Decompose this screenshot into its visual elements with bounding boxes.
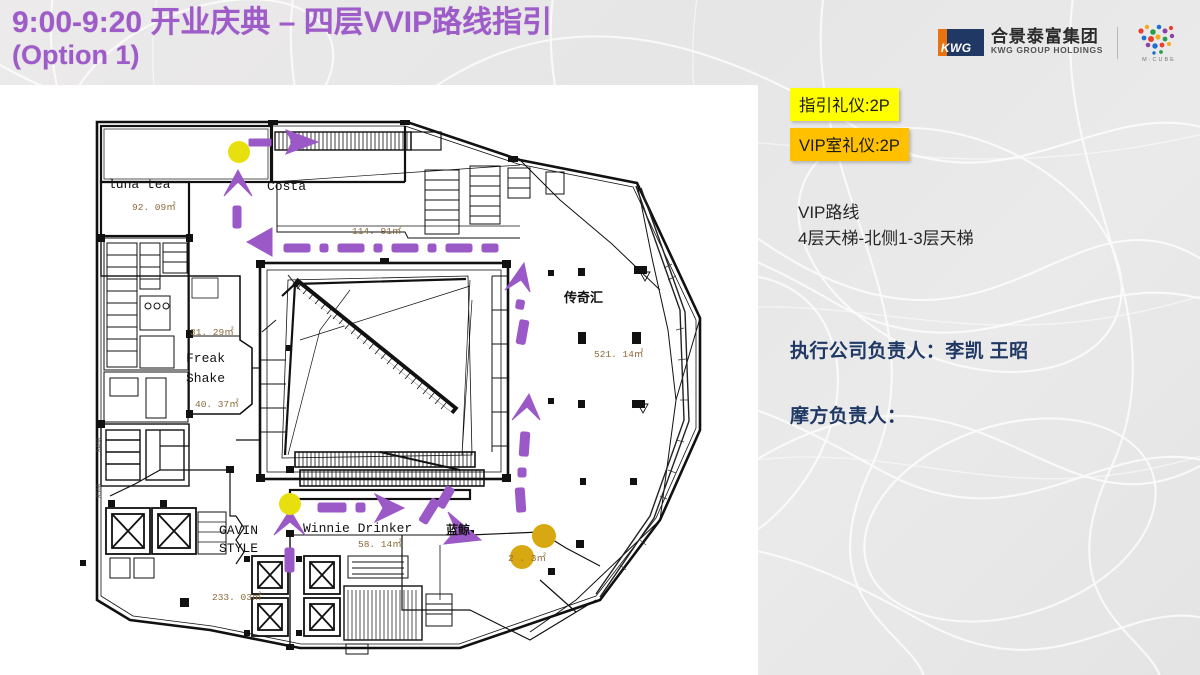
owner-exec-company: 执行公司负责人：李凯 王昭 — [790, 341, 1029, 362]
shop-label-winnie-drinker: Winnie Drinker — [303, 521, 412, 536]
area-lanjing: 2 . 3㎡ — [508, 553, 547, 564]
mcube-dots-icon — [1138, 24, 1175, 55]
atrium-escalator — [287, 274, 459, 415]
floorplan-panel: luna tea Costa Freak Shake GAVIN STYLE W… — [0, 85, 758, 675]
staff-position-markers — [228, 141, 556, 569]
route-note-line-2: 4层天梯-北侧1-3层天梯 — [798, 229, 974, 249]
floorplan-labels: luna tea Costa Freak Shake GAVIN STYLE W… — [108, 177, 603, 556]
kwg-logo: KWG 合景泰富集团 KWG GROUP HOLDINGS — [937, 26, 1103, 58]
shop-label-lanjing: 蓝鲸 — [446, 522, 470, 537]
area-shake: 40. 37㎡ — [195, 399, 239, 410]
kwg-chinese-name: 合景泰富集团 — [990, 26, 1099, 46]
elevator-bank-center — [251, 555, 341, 637]
title-line-1: 9:00-9:20 开业庆典 – 四层VVIP路线指引 — [12, 6, 553, 39]
logo-divider — [1117, 26, 1118, 59]
marker-bright-1 — [228, 141, 250, 163]
kwg-english-name: KWG GROUP HOLDINGS — [990, 45, 1103, 56]
marker-amber-2 — [510, 545, 534, 569]
mcube-label: M·CUBE — [1142, 57, 1176, 63]
shop-label-shake: Shake — [186, 371, 225, 386]
kwg-mark-text: KWG — [940, 40, 972, 55]
owner-mofang: 摩方负责人： — [790, 406, 907, 427]
area-luna-tea: 92. 09㎡ — [132, 202, 176, 213]
kwg-mark-icon: KWG — [937, 28, 984, 56]
area-chuanqihui: 521. 14㎡ — [594, 349, 644, 360]
title-line-2: (Option 1) — [12, 39, 140, 70]
area-gavin-style: 233. 03㎡ — [212, 592, 262, 603]
vip-route-path — [223, 129, 541, 573]
route-note: VIP路线 4层天梯-北侧1-3层天梯 — [790, 200, 1190, 253]
info-column: 指引礼仪:2P VIP室礼仪:2P VIP路线 4层天梯-北侧1-3层天梯 — [790, 88, 1190, 253]
page-title: 9:00-9:20 开业庆典 – 四层VVIP路线指引 (Option 1) — [12, 6, 552, 70]
shop-label-style: STYLE — [219, 541, 258, 556]
floorplan-areas: 92. 09㎡ 114. 91㎡ 31. 29㎡ 40. 37㎡ 233. 03… — [132, 202, 644, 603]
shop-label-gavin: GAVIN — [219, 523, 258, 538]
area-winnie: 58. 14㎡ — [358, 539, 402, 550]
costa-unit — [270, 122, 521, 239]
owner-block: 执行公司负责人：李凯 王昭 摩方负责人： — [790, 336, 1028, 466]
floorplan-drawing: luna tea Costa Freak Shake GAVIN STYLE W… — [80, 120, 702, 655]
svg-text:8500: 8500 — [96, 483, 103, 498]
area-costa: 114. 91㎡ — [352, 226, 402, 237]
service-core — [103, 237, 189, 423]
badge-guide-staff: 指引礼仪:2P — [790, 88, 899, 121]
svg-text:8400: 8400 — [96, 437, 103, 452]
slide-header: 9:00-9:20 开业庆典 – 四层VVIP路线指引 (Option 1) K… — [0, 0, 1200, 86]
shop-label-costa: Costa — [267, 179, 306, 194]
mcube-logo: M·CUBE — [1132, 22, 1186, 63]
shop-label-freak: Freak — [186, 351, 225, 366]
marker-bright-2 — [279, 493, 301, 515]
shop-label-luna-tea: luna tea — [108, 177, 171, 192]
shop-label-chuanqihui: 传奇汇 — [563, 290, 603, 306]
elevator-bank-left — [105, 507, 227, 579]
logo-area: KWG 合景泰富集团 KWG GROUP HOLDINGS — [937, 22, 1186, 63]
area-freak: 31. 29㎡ — [190, 327, 234, 338]
marker-amber-1 — [532, 524, 556, 548]
route-note-line-1: VIP路线 — [798, 203, 860, 222]
freak-shake-unit — [188, 275, 253, 415]
badge-vip-room-staff: VIP室礼仪:2P — [790, 128, 909, 161]
